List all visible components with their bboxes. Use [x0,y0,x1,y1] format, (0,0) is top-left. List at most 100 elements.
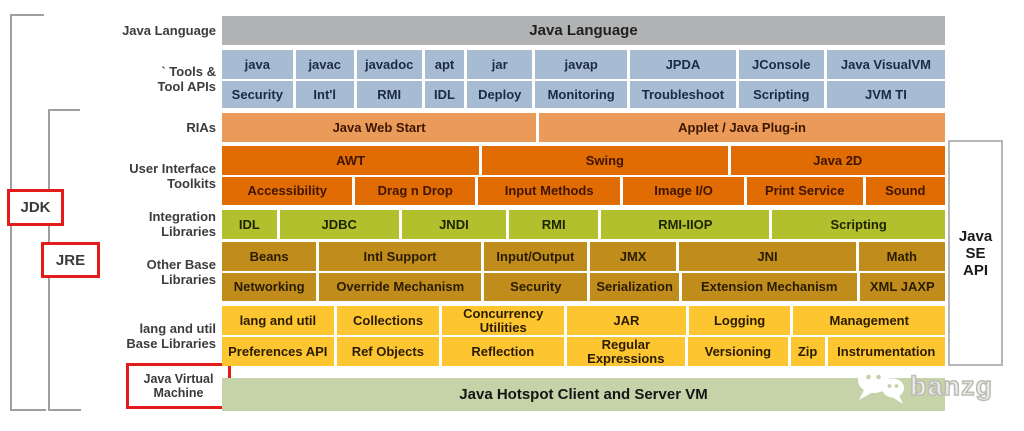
tools-cell-idl: IDL [424,81,465,108]
tools-cell-intl: Int'l [295,81,354,108]
lang-cell-lang-and-util: lang and util [222,306,334,335]
label-integration-libraries: Integration Libraries [0,209,216,239]
lang-cell-concurrency-utilities: Concurrency Utilities [442,306,565,335]
watermark-text: banzg [909,370,993,402]
row-integration: IDL JDBC JNDI RMI RMI-IIOP Scripting [222,210,945,239]
other-cell-intl-support: Intl Support [319,242,481,271]
jre-label-box: JRE [41,242,100,278]
lang-cell-versioning: Versioning [688,337,788,366]
java-se-api-line2: SE [965,244,986,262]
row-ui-toolkits-1: AWT Swing Java 2D [222,146,945,175]
tools-cell-troubleshoot: Troubleshoot [630,81,736,108]
lang-cell-instrumentation: Instrumentation [827,337,946,366]
label-ui-line2: Toolkits [167,176,216,191]
java-se-api-label: Java SE API [959,228,992,279]
label-integration-line2: Libraries [161,224,216,239]
rias-cell-applet-plugin: Applet / Java Plug-in [539,113,945,142]
label-jvm-line2: Machine [153,386,204,400]
jdk-bracket-bottom-line [10,409,46,411]
tools-cell-javac: javac [295,50,354,79]
tools-cell-javap: javap [535,50,628,79]
tools-cell-scripting: Scripting [738,81,824,108]
tools-cell-jpda: JPDA [630,50,736,79]
jdk-label: JDK [20,199,51,216]
lang-cell-collections: Collections [336,306,440,335]
label-lang-util-base-libraries: lang and util Base Libraries [0,321,216,351]
lang-cell-reflection: Reflection [442,337,564,366]
other-cell-input-output: Input/Output [483,242,587,271]
label-other-line2: Libraries [161,272,216,287]
row-lang-util-2: Preferences API Ref Objects Reflection R… [222,337,946,366]
other-cell-math: Math [858,242,945,271]
rias-cell-java-web-start: Java Web Start [222,113,537,142]
java-se-api-line1: Java [958,227,993,245]
row-other-base-2: Networking Override Mechanism Security S… [222,273,945,301]
tools-cell-java: java [222,50,293,79]
ui-cell-java2d: Java 2D [730,146,945,175]
lang-cell-management: Management [793,306,946,335]
row-lang-util-1: lang and util Collections Concurrency Ut… [222,306,946,335]
other-cell-beans: Beans [222,242,317,271]
java-se-api-box: Java SE API [948,140,1003,366]
ui-cell-image-io: Image I/O [623,177,744,205]
ui-cell-print-service: Print Service [746,177,863,205]
lang-cell-jar: JAR [567,306,686,335]
tools-cell-java-visualvm: Java VisualVM [826,50,945,79]
ui-cell-accessibility: Accessibility [222,177,353,205]
tools-cell-monitoring: Monitoring [535,81,628,108]
ui-cell-swing: Swing [482,146,728,175]
other-cell-xml-jaxp: XML JAXP [859,273,945,301]
java-language-band: Java Language [222,16,945,45]
ui-cell-input-methods: Input Methods [478,177,621,205]
tools-cell-javadoc: javadoc [356,50,422,79]
other-cell-jmx: JMX [589,242,677,271]
row-rias: Java Web Start Applet / Java Plug-in [222,113,945,142]
row-other-base-1: Beans Intl Support Input/Output JMX JNI … [222,242,945,271]
label-java-language: Java Language [0,23,216,38]
label-tools-line1: ` Tools & [161,64,216,79]
jre-bracket-bottom-line [48,409,81,411]
lang-cell-logging: Logging [688,306,791,335]
ui-cell-awt: AWT [222,146,480,175]
integration-cell-idl: IDL [222,210,277,239]
row-tools-1: java javac javadoc apt jar javap JPDA JC… [222,50,945,79]
other-cell-override-mechanism: Override Mechanism [319,273,482,301]
integration-cell-rmi-iiop: RMI-IIOP [601,210,770,239]
tools-cell-rmi: RMI [356,81,422,108]
lang-cell-zip: Zip [790,337,825,366]
tools-cell-jvm-ti: JVM TI [826,81,945,108]
label-other-base-libraries: Other Base Libraries [0,257,216,287]
label-user-interface-toolkits: User Interface Toolkits [0,161,216,191]
label-jvm-line1: Java Virtual [143,372,214,386]
tools-cell-jconsole: JConsole [738,50,824,79]
tools-cell-apt: apt [424,50,465,79]
row-tools-2: Security Int'l RMI IDL Deploy Monitoring… [222,81,945,108]
row-jvm: Java Hotspot Client and Server VM [222,378,945,411]
label-java-language-text: Java Language [122,23,216,38]
jvm-band: Java Hotspot Client and Server VM [222,378,945,411]
lang-cell-regular-expressions: Regular Expressions [566,337,686,366]
jdk-label-box: JDK [7,189,64,226]
row-java-language: Java Language [222,16,945,45]
java-se-api-line3: API [962,261,988,279]
watermark: banzg [850,363,993,409]
other-cell-networking: Networking [222,273,317,301]
label-other-line1: Other Base [146,257,216,272]
integration-cell-jndi: JNDI [401,210,507,239]
integration-cell-jdbc: JDBC [279,210,399,239]
ui-cell-drag-n-drop: Drag n Drop [355,177,476,205]
jvm-label-box: Java Virtual Machine [126,363,231,409]
jre-label: JRE [55,251,86,269]
tools-cell-deploy: Deploy [467,81,533,108]
tools-cell-security: Security [222,81,293,108]
label-tools-line2: Tool APIs [157,79,217,94]
label-tools-and-tool-apis: ` Tools & Tool APIs [0,64,217,94]
other-cell-security: Security [484,273,588,301]
label-rias-text: RIAs [186,120,216,135]
wechat-icon [858,367,904,404]
lang-cell-ref-objects: Ref Objects [336,337,440,366]
other-cell-serialization: Serialization [590,273,679,301]
label-lang-line1: lang and util [139,321,216,336]
lang-cell-preferences-api: Preferences API [222,337,334,366]
